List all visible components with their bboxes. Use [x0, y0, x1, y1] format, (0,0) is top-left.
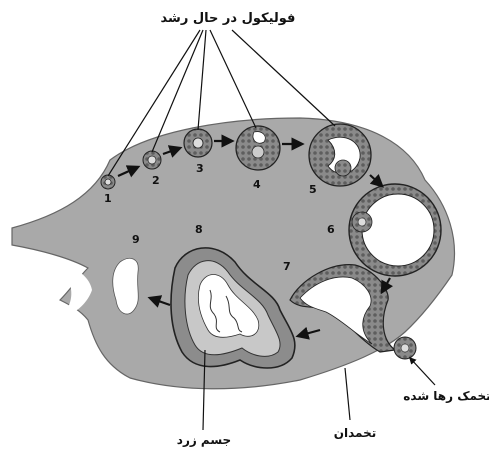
follicle-stage-1 [101, 175, 115, 189]
label-corpus-luteum: جسم زرد [177, 433, 231, 447]
follicle-stage-4 [236, 126, 280, 170]
stage-number-2: 2 [152, 174, 160, 187]
follicle-stage-3 [184, 129, 212, 157]
label-ovary: تخمدان [334, 426, 377, 440]
stage-number-6: 6 [327, 223, 335, 236]
ovary-leader [345, 368, 350, 420]
follicle-stage-2 [143, 151, 161, 169]
stage-number-5: 5 [309, 183, 317, 196]
stage-number-1: 1 [104, 192, 112, 205]
stage-number-4: 4 [253, 178, 261, 191]
label-developing-follicles: فولیکول در حال رشد [161, 11, 296, 26]
stage-number-8: 8 [195, 223, 203, 236]
follicle-stage-5 [309, 124, 371, 186]
follicle-stage-6 [349, 184, 441, 276]
egg-leader [410, 358, 435, 385]
stage-number-3: 3 [196, 162, 204, 175]
released-egg [394, 337, 416, 359]
stage-number-7: 7 [283, 260, 291, 273]
label-released-egg: تخمک رها شده [403, 389, 489, 403]
stage-number-9: 9 [132, 233, 140, 246]
